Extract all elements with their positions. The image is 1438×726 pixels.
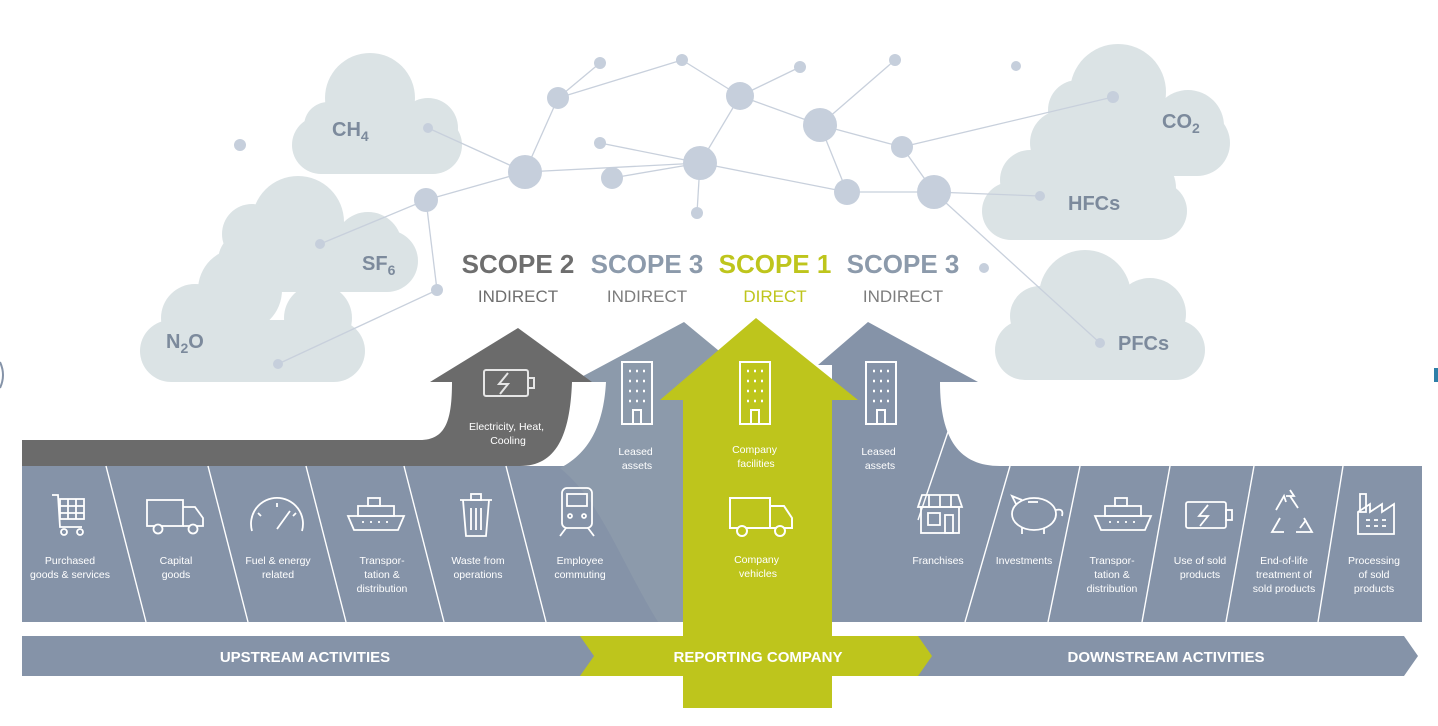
scope3-downstream-arrow [818, 322, 1422, 622]
category-dividers [105, 419, 1344, 623]
factory-icon [1357, 493, 1395, 535]
reporting-company-label: REPORTING COMPANY [674, 649, 843, 666]
train-icon [559, 487, 595, 537]
upstream-activities-band [22, 636, 598, 676]
scope3-upstream-content: Leased assets [618, 361, 655, 472]
office-building-icon [739, 361, 771, 425]
scope1-title: SCOPE 1 [719, 249, 832, 279]
scope1-subtitle: DIRECT [743, 287, 806, 306]
scope1-content: Company facilities Company vehicles [729, 361, 793, 580]
scope3-downstream-content: Leased assets [861, 361, 898, 472]
piggy-bank-icon [1010, 494, 1064, 534]
scope2-label: Electricity, Heat, Cooling [469, 421, 547, 447]
gas-label-pfcs: PFCs [1118, 333, 1169, 355]
scope1-arrow [660, 318, 858, 708]
category-upstream-transportation: Transpor-tation &distribution [357, 555, 408, 595]
scope2-title: SCOPE 2 [462, 249, 575, 279]
reporting-company-band [580, 636, 936, 676]
scope1-vehicles-label: Company vehicles [734, 554, 782, 580]
office-building-icon [865, 361, 897, 425]
gas-label-sf6: SF6 [362, 253, 396, 278]
scope3-downstream-title: SCOPE 3 [847, 249, 960, 279]
truck-icon [729, 497, 793, 537]
storefront-icon [916, 494, 964, 534]
upstream-activities-label: UPSTREAM ACTIVITIES [220, 649, 390, 666]
gas-label-n2o: N2O [166, 331, 204, 356]
office-building-icon [621, 361, 653, 425]
gas-label-co2: CO2 [1162, 111, 1200, 136]
downstream-categories [916, 489, 1395, 535]
scope2-content: Electricity, Heat, Cooling [469, 369, 547, 447]
scope3-upstream-subtitle: INDIRECT [607, 287, 687, 306]
category-franchises: Franchises [912, 555, 963, 567]
upstream-band [22, 466, 668, 622]
gas-labels: CH4 SF6 N2O CO2 HFCs PFCs [166, 111, 1200, 356]
scope3-downstream-label: Leased assets [861, 446, 898, 472]
gas-label-ch4: CH4 [332, 119, 369, 144]
truck-icon [146, 499, 204, 535]
trash-bin-icon [460, 493, 492, 537]
scope3-downstream-subtitle: INDIRECT [863, 287, 943, 306]
downstream-activities-band [918, 636, 1418, 676]
category-investments: Investments [996, 555, 1053, 567]
recycle-icon [1270, 489, 1314, 533]
cloud-pfcs [995, 250, 1205, 380]
scope2-arrow [22, 328, 592, 466]
category-downstream-transportation: Transpor-tation &distribution [1087, 555, 1138, 595]
scope1-facilities-label: Company facilities [732, 444, 780, 470]
gauge-icon [250, 497, 304, 532]
scope3-upstream-label: Leased assets [618, 446, 655, 472]
scope3-upstream-title: SCOPE 3 [591, 249, 704, 279]
right-edge-fragment [1434, 368, 1438, 382]
battery-bolt-icon [483, 369, 535, 397]
scope-headings: SCOPE 2 INDIRECT SCOPE 3 INDIRECT SCOPE … [462, 249, 960, 306]
battery-icon [1185, 501, 1233, 529]
ship-icon [1093, 497, 1153, 531]
downstream-category-labels: Franchises Investments Transpor-tation &… [912, 555, 1400, 595]
cloud-n2o [140, 248, 365, 382]
scope2-subtitle: INDIRECT [478, 287, 558, 306]
cloud-ch4 [292, 53, 462, 174]
left-edge-fragment [0, 361, 4, 389]
downstream-activities-label: DOWNSTREAM ACTIVITIES [1068, 649, 1265, 666]
molecule-network [234, 54, 1119, 369]
activity-band: UPSTREAM ACTIVITIES REPORTING COMPANY DO… [22, 636, 1418, 676]
gas-label-hfcs: HFCs [1068, 193, 1120, 215]
ship-icon [346, 497, 406, 531]
upstream-categories [52, 487, 595, 537]
shopping-cart-icon [52, 494, 85, 536]
